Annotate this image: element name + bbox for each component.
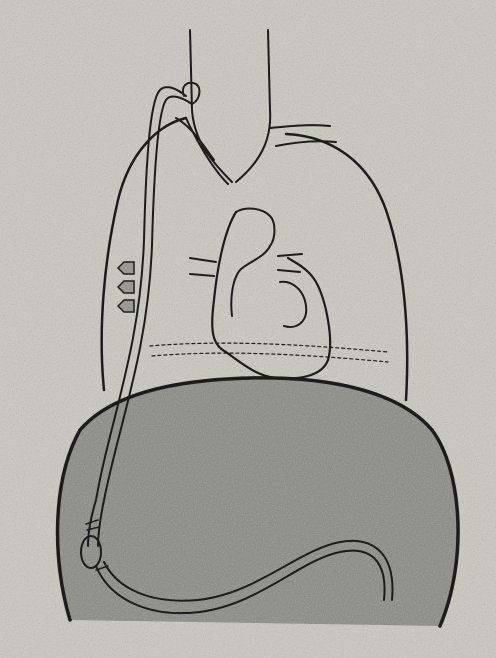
direction-arrows (118, 262, 134, 312)
abdomen-grain (58, 378, 459, 626)
